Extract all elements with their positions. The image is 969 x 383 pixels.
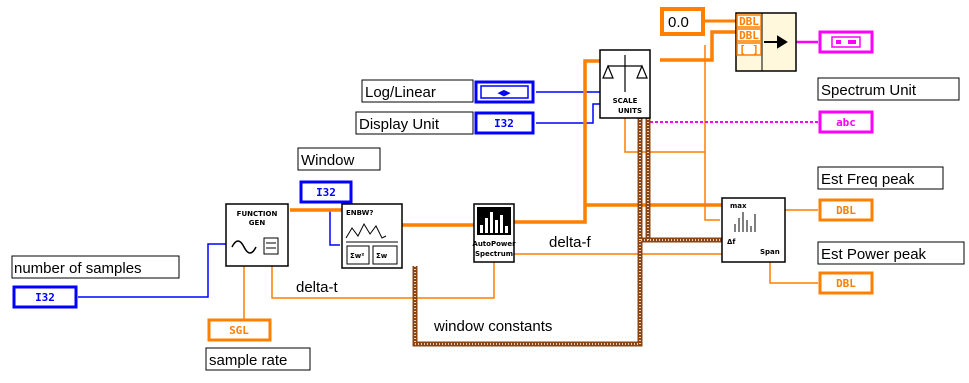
svg-text:ENBW?: ENBW? xyxy=(346,209,373,217)
svg-text:DBL: DBL xyxy=(739,29,759,42)
function-gen-node[interactable]: FUNCTION GEN xyxy=(225,203,289,267)
sample-rate-label: sample rate xyxy=(209,352,287,369)
window-icon xyxy=(345,222,387,239)
wire-spectrum xyxy=(514,59,602,224)
log-linear-control[interactable]: Log/Linear ◀▶ xyxy=(361,79,535,104)
window-control[interactable]: Window I32 xyxy=(297,147,381,204)
wire-window xyxy=(329,210,340,246)
enbw-window-node[interactable]: ENBW? Σw² Σw xyxy=(341,203,403,269)
bundle-output-indicator xyxy=(818,30,874,54)
est-freq-peak-label: Est Freq peak xyxy=(821,171,915,188)
spectrum-unit-terminal: abc xyxy=(836,116,856,129)
window-label: Window xyxy=(301,152,355,169)
display-unit-terminal: I32 xyxy=(494,117,514,130)
est-power-peak-terminal: DBL xyxy=(836,277,856,290)
wire-display-unit xyxy=(536,103,602,124)
peak-estimate-node[interactable]: max Δf Span xyxy=(721,197,786,263)
peak-bars-icon xyxy=(734,212,756,232)
svg-text:[ ]: [ ] xyxy=(739,43,759,56)
bundle-node[interactable]: DBL DBL [ ] xyxy=(735,12,797,72)
wire-scaled-to-bundle xyxy=(660,30,736,62)
zero-constant[interactable]: 0.0 xyxy=(660,7,705,36)
svg-text:Σw: Σw xyxy=(376,252,388,260)
sine-wave-icon xyxy=(231,240,257,254)
display-unit-label: Display Unit xyxy=(359,116,440,133)
svg-text:Σw²: Σw² xyxy=(350,252,364,260)
zero-constant-value: 0.0 xyxy=(668,14,689,31)
svg-text:Span: Span xyxy=(760,248,780,256)
svg-text:Spectrum: Spectrum xyxy=(475,250,513,258)
spectrum-bars-icon xyxy=(480,212,508,233)
bundle-arrow-icon xyxy=(764,35,788,49)
est-freq-peak-terminal: DBL xyxy=(836,204,856,217)
svg-text:max: max xyxy=(730,202,747,210)
number-of-samples-terminal: I32 xyxy=(35,291,55,304)
delta-f-label: delta-f xyxy=(549,234,592,251)
svg-text:FUNCTION: FUNCTION xyxy=(237,210,278,218)
display-unit-control[interactable]: Display Unit I32 xyxy=(355,111,535,135)
svg-text:DBL: DBL xyxy=(739,15,759,28)
wire-peak-back xyxy=(704,152,720,221)
est-freq-peak-indicator: Est Freq peak DBL xyxy=(817,166,944,222)
wire-to-est-power xyxy=(769,255,818,284)
spectrum-unit-label: Spectrum Unit xyxy=(821,82,917,99)
log-linear-label: Log/Linear xyxy=(365,84,436,101)
est-power-peak-label: Est Power peak xyxy=(821,246,927,263)
wire-scale-feedback xyxy=(624,118,705,153)
svg-text:SCALE: SCALE xyxy=(613,97,638,105)
number-of-samples-control[interactable]: number of samples I32 xyxy=(11,255,180,309)
sample-rate-control[interactable]: SGL sample rate xyxy=(205,318,311,371)
svg-text:AutoPower: AutoPower xyxy=(472,240,516,248)
sample-rate-terminal: SGL xyxy=(229,324,249,337)
wires xyxy=(78,19,818,347)
wire-log-linear xyxy=(536,91,603,100)
svg-text:GEN: GEN xyxy=(249,219,266,227)
spectrum-unit-indicator: Spectrum Unit abc xyxy=(817,77,960,134)
est-power-peak-indicator: Est Power peak DBL xyxy=(817,241,965,295)
wire-delta-t xyxy=(271,262,495,299)
svg-text:Δf: Δf xyxy=(727,238,736,246)
auto-power-spectrum-node[interactable]: AutoPower Spectrum xyxy=(472,203,516,263)
delta-t-label: delta-t xyxy=(296,279,339,296)
scale-units-node[interactable]: SCALE UNITS xyxy=(599,49,651,119)
window-terminal: I32 xyxy=(316,186,336,199)
window-constants-label: window constants xyxy=(433,318,552,335)
wire-number-of-samples xyxy=(78,243,228,298)
number-of-samples-label: number of samples xyxy=(14,260,142,277)
ring-icon: ◀▶ xyxy=(497,86,511,99)
svg-text:UNITS: UNITS xyxy=(618,107,642,115)
balance-scale-icon xyxy=(602,55,648,92)
